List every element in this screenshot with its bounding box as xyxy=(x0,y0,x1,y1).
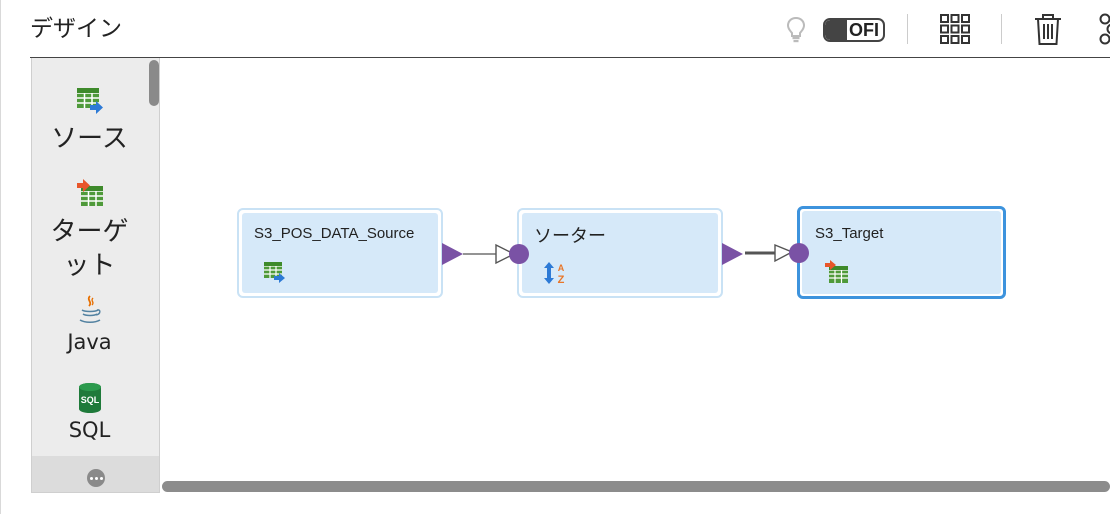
svg-text:A: A xyxy=(558,263,565,273)
palette-scrollbar[interactable] xyxy=(149,60,159,106)
java-icon xyxy=(79,295,101,324)
node-label: S3_POS_DATA_Source xyxy=(254,225,415,242)
node-body: ソーター A Z xyxy=(522,213,718,293)
node-body: S3_Target xyxy=(802,211,1001,294)
more-options-icon[interactable] xyxy=(87,469,105,487)
toggle-label: OFI xyxy=(849,20,879,40)
palette-item-source[interactable]: ソース xyxy=(32,86,147,158)
palette-label-target-line1: ターゲ xyxy=(50,217,129,247)
node-body: S3_POS_DATA_Source xyxy=(242,213,438,293)
share-icon[interactable] xyxy=(1096,12,1110,46)
palette-label-sql: SQL xyxy=(68,418,111,442)
toolbar-divider xyxy=(907,14,908,44)
source-icon xyxy=(76,88,103,114)
palette-label-target-line2: ット xyxy=(63,251,116,281)
node-label: ソーター xyxy=(534,226,606,247)
sorter-icon: A Z xyxy=(544,262,565,286)
lightbulb-icon[interactable] xyxy=(786,16,806,44)
node-label: S3_Target xyxy=(815,225,884,242)
svg-text:Z: Z xyxy=(558,274,565,286)
node-target[interactable]: S3_Target xyxy=(797,206,1006,299)
header-bar: デザイン OFI xyxy=(0,0,1110,57)
palette-item-java[interactable]: Java xyxy=(32,294,147,354)
palette-label-java: Java xyxy=(67,330,112,354)
sql-icon-text: SQL xyxy=(80,395,99,405)
output-port[interactable] xyxy=(442,243,464,267)
palette-item-sql[interactable]: SQL SQL xyxy=(32,382,147,442)
target-table-icon xyxy=(825,260,848,283)
page-title: デザイン xyxy=(30,16,122,42)
window-left-border xyxy=(0,0,1,514)
palette-label-source: ソース xyxy=(51,124,128,154)
trash-icon[interactable] xyxy=(1033,12,1063,46)
source-table-icon xyxy=(264,262,285,283)
palette-item-target[interactable]: ターゲ ット xyxy=(32,178,147,284)
input-port[interactable] xyxy=(508,243,530,265)
output-port[interactable] xyxy=(722,243,744,267)
node-sorter[interactable]: ソーター A Z xyxy=(517,208,723,298)
arrange-grid-icon[interactable] xyxy=(939,13,971,45)
input-port[interactable] xyxy=(788,242,810,264)
target-icon xyxy=(76,179,103,206)
palette-footer xyxy=(32,456,159,492)
sql-icon: SQL xyxy=(78,383,101,413)
toolbar-divider xyxy=(1001,14,1002,44)
toggle-switch[interactable]: OFI xyxy=(823,18,885,42)
transformation-palette: ソース ターゲ ット Java xyxy=(31,58,160,493)
toggle-knob xyxy=(825,20,847,40)
node-source[interactable]: S3_POS_DATA_Source xyxy=(237,208,443,298)
header-divider xyxy=(30,57,1110,58)
canvas-horizontal-scrollbar[interactable] xyxy=(162,481,1110,492)
